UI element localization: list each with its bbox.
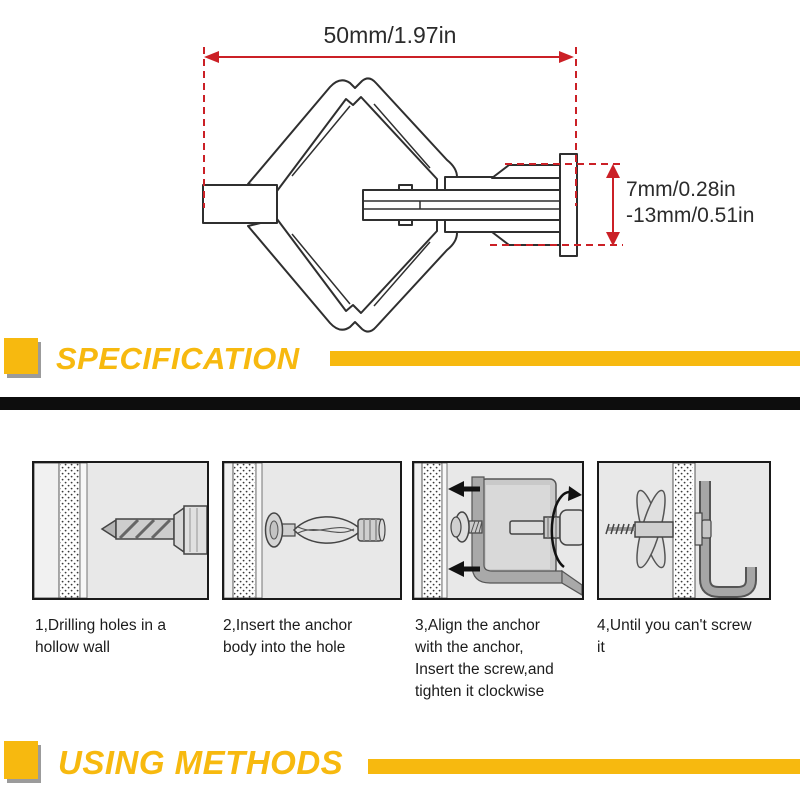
wall-cross-section [672,463,696,598]
screw-and-screwdriver [450,509,582,546]
height-dimension-label: 7mm/0.28in -13mm/0.51in [626,178,755,227]
using-methods-banner: USING METHODS [0,737,800,783]
step-2-caption: 2,Insert the anchor body into the hole [223,617,353,656]
step-4-panel [597,461,771,600]
step-3-panel [412,461,584,600]
anchor-technical-drawing [202,47,623,333]
step-3-caption: 3,Align the anchor with the anchor, Inse… [415,617,554,700]
hanging-hook [699,481,757,598]
specification-title: SPECIFICATION [56,341,300,376]
expanded-anchor [634,489,674,569]
accent-square-icon [4,338,38,374]
specification-banner: SPECIFICATION [0,334,800,380]
section-divider-bar [0,397,800,410]
using-methods-title: USING METHODS [58,744,344,781]
anchor-side-view [264,512,386,548]
rotation-arrow-icon [550,486,582,569]
wall-cross-section [224,463,263,598]
drill-bit [100,505,207,555]
wall-cross-section [414,463,448,598]
step-2-illustration [224,463,400,598]
wall-cross-section [34,463,88,598]
screw-through-wall [605,512,712,546]
step-1-caption: 1,Drilling holes in a hollow wall [35,617,166,656]
step-4-illustration [599,463,769,598]
accent-square-icon [4,741,38,779]
width-dimension-line [203,47,577,208]
banner-rule [368,759,800,774]
banner-rule [330,351,800,366]
step-1-illustration [34,463,207,598]
step-4-caption: 4,Until you can't screw it [597,617,752,656]
step-2-panel [222,461,402,600]
anchor-outline [202,77,578,333]
width-dimension-label: 50mm/1.97in [323,22,457,48]
push-arrow-icon [448,481,480,577]
height-dimension-line [490,163,623,246]
step-1-panel [32,461,209,600]
step-3-illustration [414,463,582,598]
